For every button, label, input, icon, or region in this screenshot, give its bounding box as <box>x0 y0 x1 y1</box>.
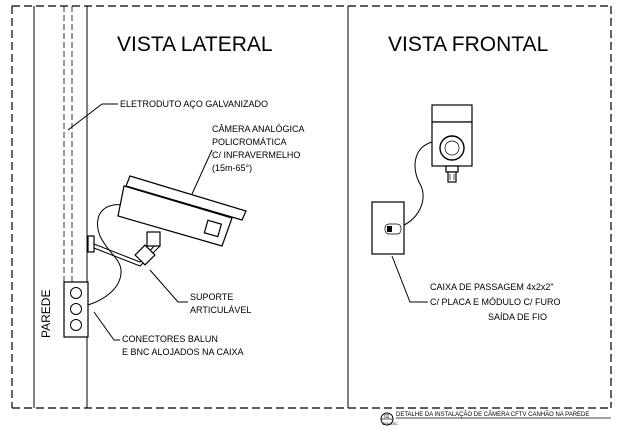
lateral-view-title: VISTA LATERAL <box>117 33 273 56</box>
junction-box <box>63 281 89 338</box>
passage-box-label-3: SAÍDA DE FIO <box>488 312 547 322</box>
camera-side-view <box>87 175 247 306</box>
caption-text: DETALHE DA INSTALAÇÃO DE CÂMERA CFTV CAN… <box>396 411 589 418</box>
camera-label-3: C/ INFRAVERMELHO <box>212 150 300 160</box>
frontal-view-title: VISTA FRONTAL <box>388 33 548 56</box>
connectors-label-1: CONECTORES BALUN <box>122 334 218 344</box>
detail-number: 02 <box>384 414 390 420</box>
detail-scale: SEM ESC. <box>382 422 399 426</box>
leader-lines-lateral <box>67 103 213 341</box>
drawing-frame <box>11 5 612 409</box>
passage-box-label-2: C/ PLACA E MÓDULO C/ FURO <box>430 297 561 307</box>
connectors-label-2: E BNC ALOJADOS NA CAIXA <box>122 347 244 357</box>
conduit-label: ELETRODUTO AÇO GALVANIZADO <box>120 99 268 109</box>
camera-label-1: CÂMERA ANALÓGICA <box>212 124 305 134</box>
camera-label-4: (15m-65°) <box>212 163 252 173</box>
passage-box-label-1: CAIXA DE PASSAGEM 4x2x2" <box>430 282 554 292</box>
mount-label-2: ARTICULÁVEL <box>190 305 251 315</box>
leader-line-frontal <box>391 255 428 303</box>
drawing-caption: 02 SEM ESC. DETALHE DA INSTALAÇÃO DE CÂM… <box>380 411 611 426</box>
camera-label-2: POLICROMÁTICA <box>212 137 287 147</box>
wall-label: PAREDE <box>39 290 53 338</box>
conduit <box>63 6 73 282</box>
mount-label-1: SUPORTE <box>190 292 233 302</box>
camera-front-view <box>371 104 473 255</box>
